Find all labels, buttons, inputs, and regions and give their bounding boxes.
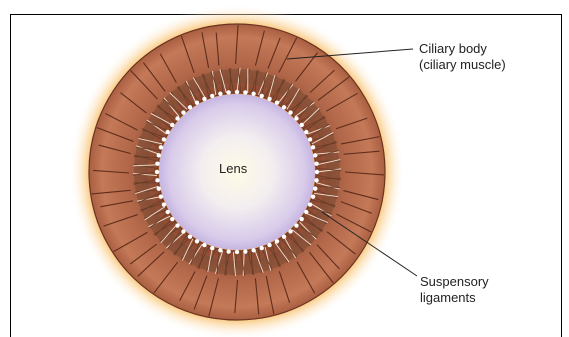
- lens-fringe-dot: [304, 210, 308, 214]
- lens-fringe-dot: [166, 210, 170, 214]
- lens-fringe-dot: [294, 223, 298, 227]
- lens-fringe-dot: [275, 101, 279, 105]
- lens-fringe-dot: [294, 116, 298, 120]
- lens-fringe-dot: [188, 105, 192, 109]
- lens-fringe-dot: [210, 246, 214, 250]
- lens-fringe-dot: [267, 243, 271, 247]
- lens-fringe-dot: [235, 90, 239, 94]
- lens-fringe-dot: [313, 153, 317, 157]
- lens-fringe-dot: [275, 239, 279, 243]
- lens-fringe-dot: [170, 217, 174, 221]
- lens-fringe-dot: [260, 246, 264, 250]
- lens-fringe-dot: [202, 243, 206, 247]
- suspensory-label-line1: Suspensory: [420, 274, 489, 290]
- lens-fringe-dot: [157, 186, 161, 190]
- lens-fringe-dot: [162, 137, 166, 141]
- lens-fringe-dot: [243, 90, 247, 94]
- lens-fringe-dot: [218, 92, 222, 96]
- lens-fringe-dot: [311, 195, 315, 199]
- lens-fringe-dot: [155, 178, 159, 182]
- lens-fringe-dot: [288, 229, 292, 233]
- lens-fringe-dot: [175, 223, 179, 227]
- lens-fringe-dot: [175, 116, 179, 120]
- lens-fringe-dot: [251, 248, 255, 252]
- ciliary-label-line1: Ciliary body: [419, 41, 506, 57]
- ciliary-body-label: Ciliary body (ciliary muscle): [419, 41, 506, 73]
- lens-fringe-dot: [267, 97, 271, 101]
- lens-fringe-dot: [188, 235, 192, 239]
- lens-fringe-dot: [157, 153, 161, 157]
- suspensory-label-line2: ligaments: [420, 290, 489, 306]
- lens-fringe-dot: [202, 97, 206, 101]
- lens-fringe-dot: [195, 101, 199, 105]
- suspensory-ligaments-label: Suspensory ligaments: [420, 274, 489, 306]
- lens-fringe-dot: [195, 239, 199, 243]
- lens-fringe-dot: [308, 137, 312, 141]
- lens-fringe-dot: [300, 123, 304, 127]
- lens-fringe-dot: [300, 217, 304, 221]
- lens-fringe-dot: [311, 145, 315, 149]
- lens-fringe-dot: [314, 178, 318, 182]
- lens-fringe-dot: [166, 130, 170, 134]
- lens-fringe-dot: [170, 123, 174, 127]
- lens-fringe-dot: [218, 248, 222, 252]
- lens-fringe-dot: [282, 105, 286, 109]
- lens-fringe-dot: [308, 202, 312, 206]
- lens-fringe-dot: [159, 195, 163, 199]
- lens-fringe-dot: [251, 92, 255, 96]
- lens-fringe-dot: [314, 161, 318, 165]
- lens-fringe-dot: [210, 94, 214, 98]
- ciliary-label-line2: (ciliary muscle): [419, 57, 506, 73]
- lens-fringe-dot: [288, 110, 292, 114]
- lens-fringe-dot: [162, 202, 166, 206]
- lens-fringe-dot: [159, 145, 163, 149]
- lens-fringe-dot: [226, 90, 230, 94]
- lens-fringe-dot: [304, 130, 308, 134]
- lens-fringe-dot: [282, 235, 286, 239]
- lens-fringe-dot: [243, 249, 247, 253]
- lens-fringe-dot: [315, 170, 319, 174]
- lens-fringe-dot: [313, 186, 317, 190]
- lens-fringe-dot: [155, 170, 159, 174]
- lens-label: Lens: [219, 161, 247, 177]
- lens-fringe-dot: [235, 250, 239, 254]
- lens-fringe-dot: [226, 249, 230, 253]
- lens-fringe-dot: [155, 161, 159, 165]
- lens-fringe-dot: [181, 110, 185, 114]
- lens-fringe-dot: [260, 94, 264, 98]
- lens-fringe-dot: [181, 229, 185, 233]
